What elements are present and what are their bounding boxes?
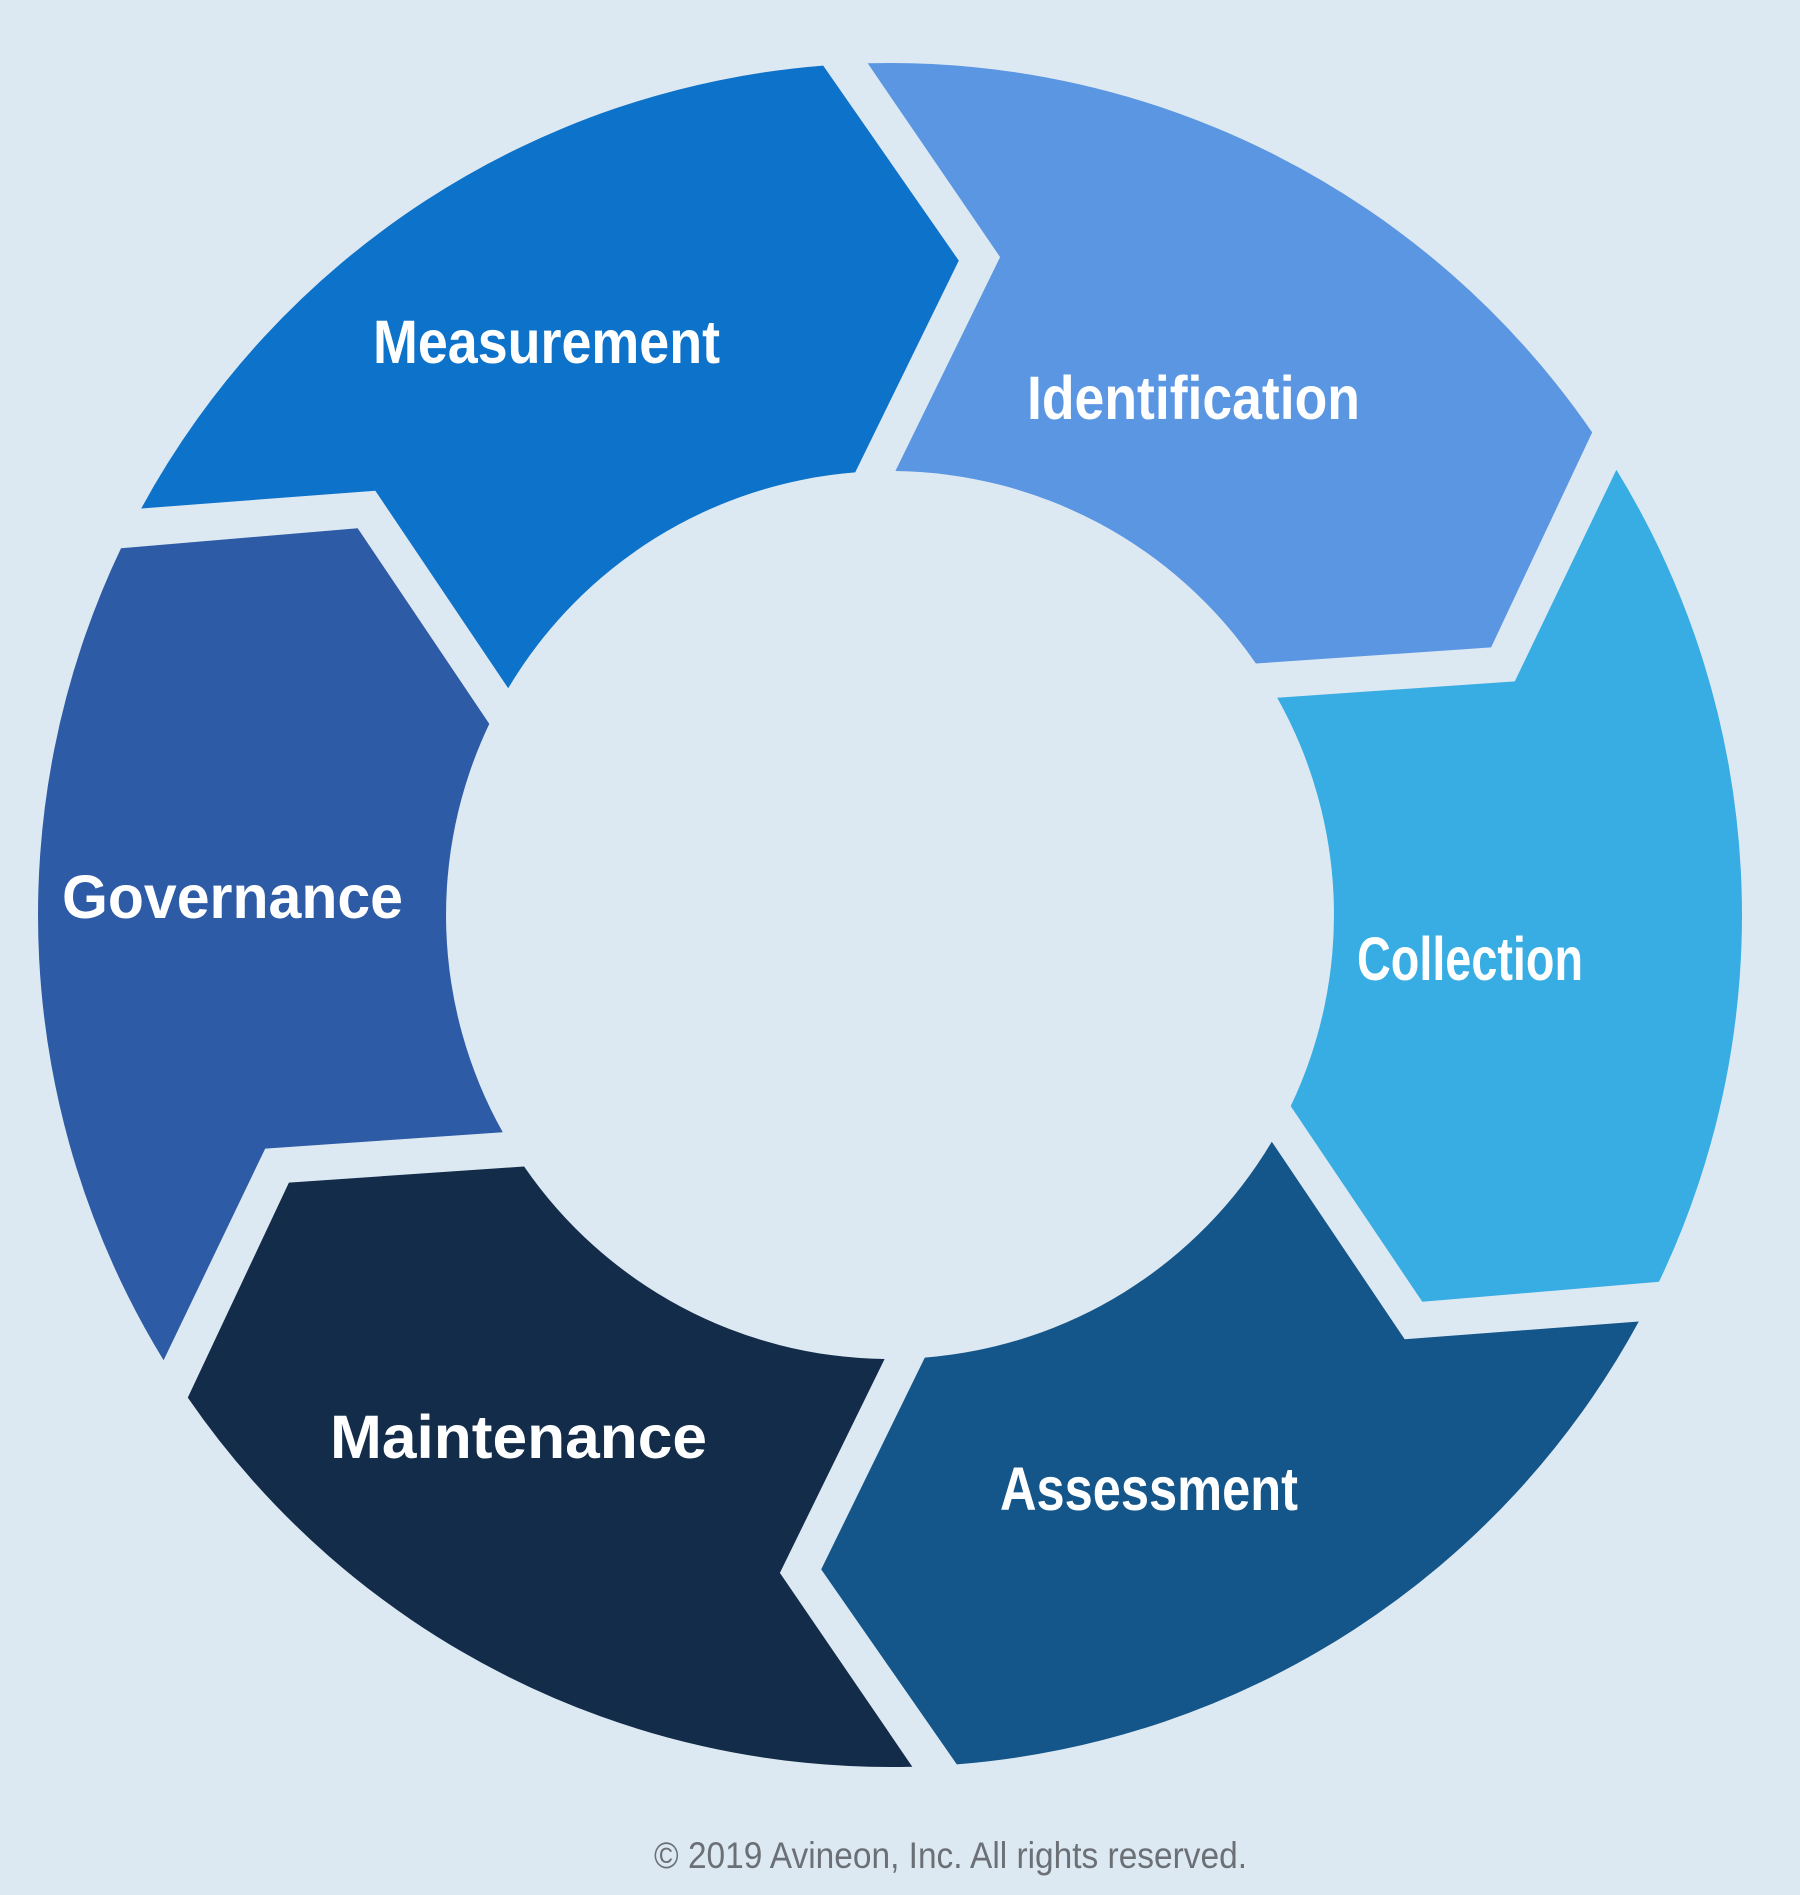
segment-assessment — [821, 1141, 1639, 1765]
segment-maintenance — [187, 1166, 913, 1767]
segment-label-identification: Identification — [1027, 364, 1360, 432]
segment-collection — [1277, 469, 1742, 1302]
ring-base — [446, 471, 1334, 1359]
segment-identification — [867, 63, 1593, 664]
segment-label-maintenance: Maintenance — [330, 1403, 707, 1471]
segment-label-collection: Collection — [1357, 925, 1583, 993]
segment-label-measurement: Measurement — [373, 308, 720, 376]
center-circle — [446, 471, 1334, 1359]
segment-measurement — [141, 65, 959, 689]
segment-label-governance: Governance — [62, 863, 403, 931]
copyright-text: © 2019 Avineon, Inc. All rights reserved… — [654, 1835, 1247, 1876]
segment-governance — [38, 528, 503, 1361]
ring-segments — [38, 63, 1742, 1767]
segment-label-assessment: Assessment — [1000, 1455, 1298, 1523]
